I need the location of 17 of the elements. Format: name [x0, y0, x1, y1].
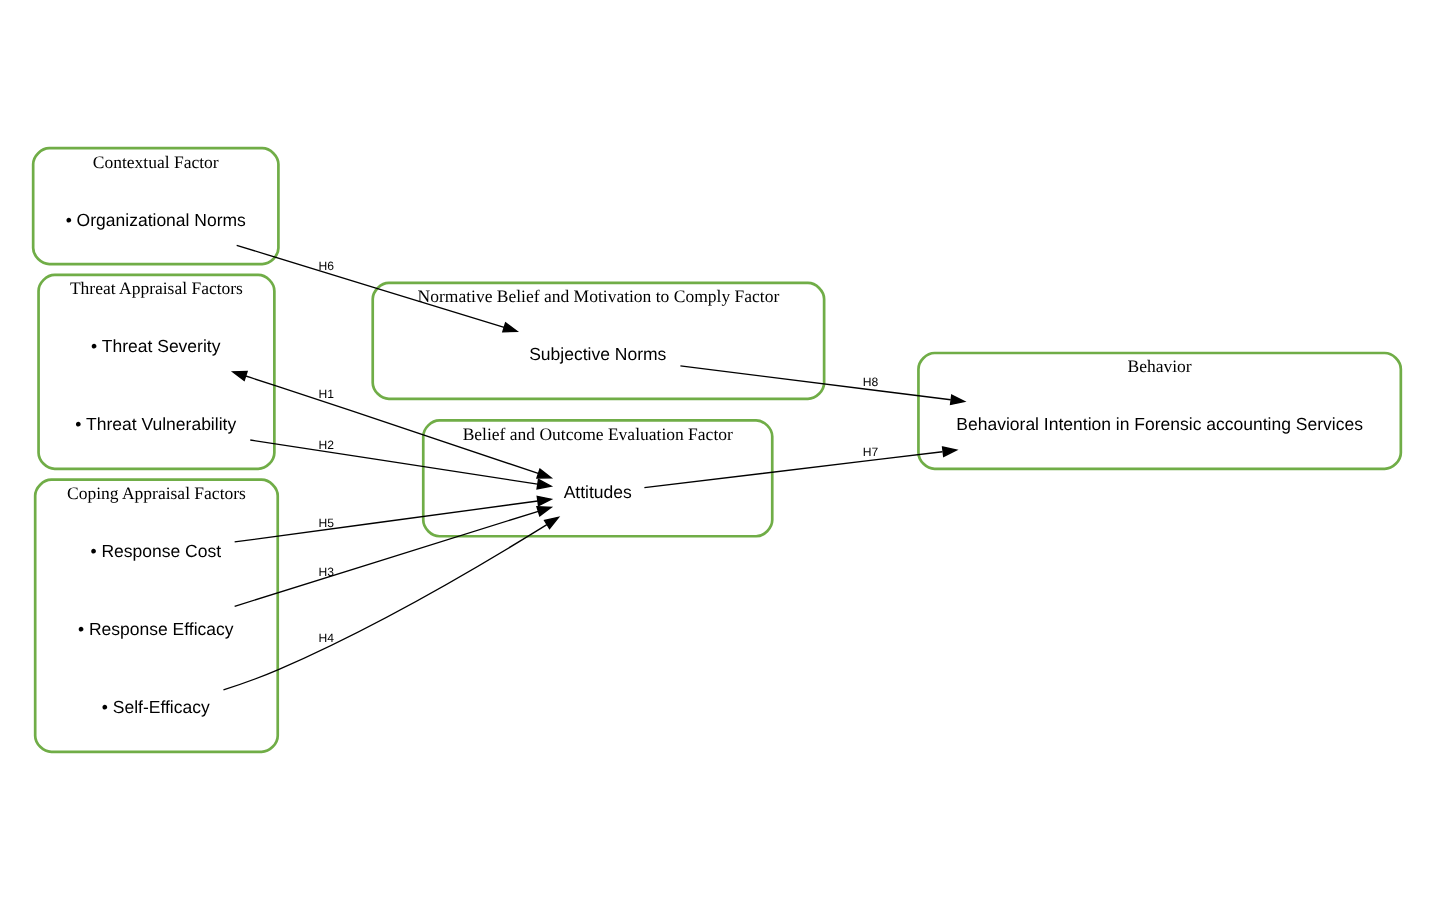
arrow	[249, 438, 554, 489]
arrow	[222, 515, 561, 690]
node-text: • Response Cost	[90, 539, 222, 560]
node-text: • Response Efficacy	[77, 618, 234, 639]
arrow	[230, 369, 554, 478]
arrow	[236, 243, 520, 332]
arrow	[679, 364, 967, 405]
arrow	[643, 445, 959, 488]
arrow	[233, 505, 554, 606]
node-text: Subjective Norms	[529, 343, 667, 364]
arrow	[233, 494, 554, 542]
node-text: Behavioral Intention in Forensic accounting Services	[956, 413, 1363, 434]
node-text: • Self-Efficacy	[101, 696, 210, 717]
node-text: • Organizational Norms	[65, 208, 246, 229]
node-text: • Threat Vulnerability	[75, 413, 237, 434]
node-text: • Threat Severity	[91, 335, 221, 356]
node-text: Attitudes	[563, 480, 632, 501]
